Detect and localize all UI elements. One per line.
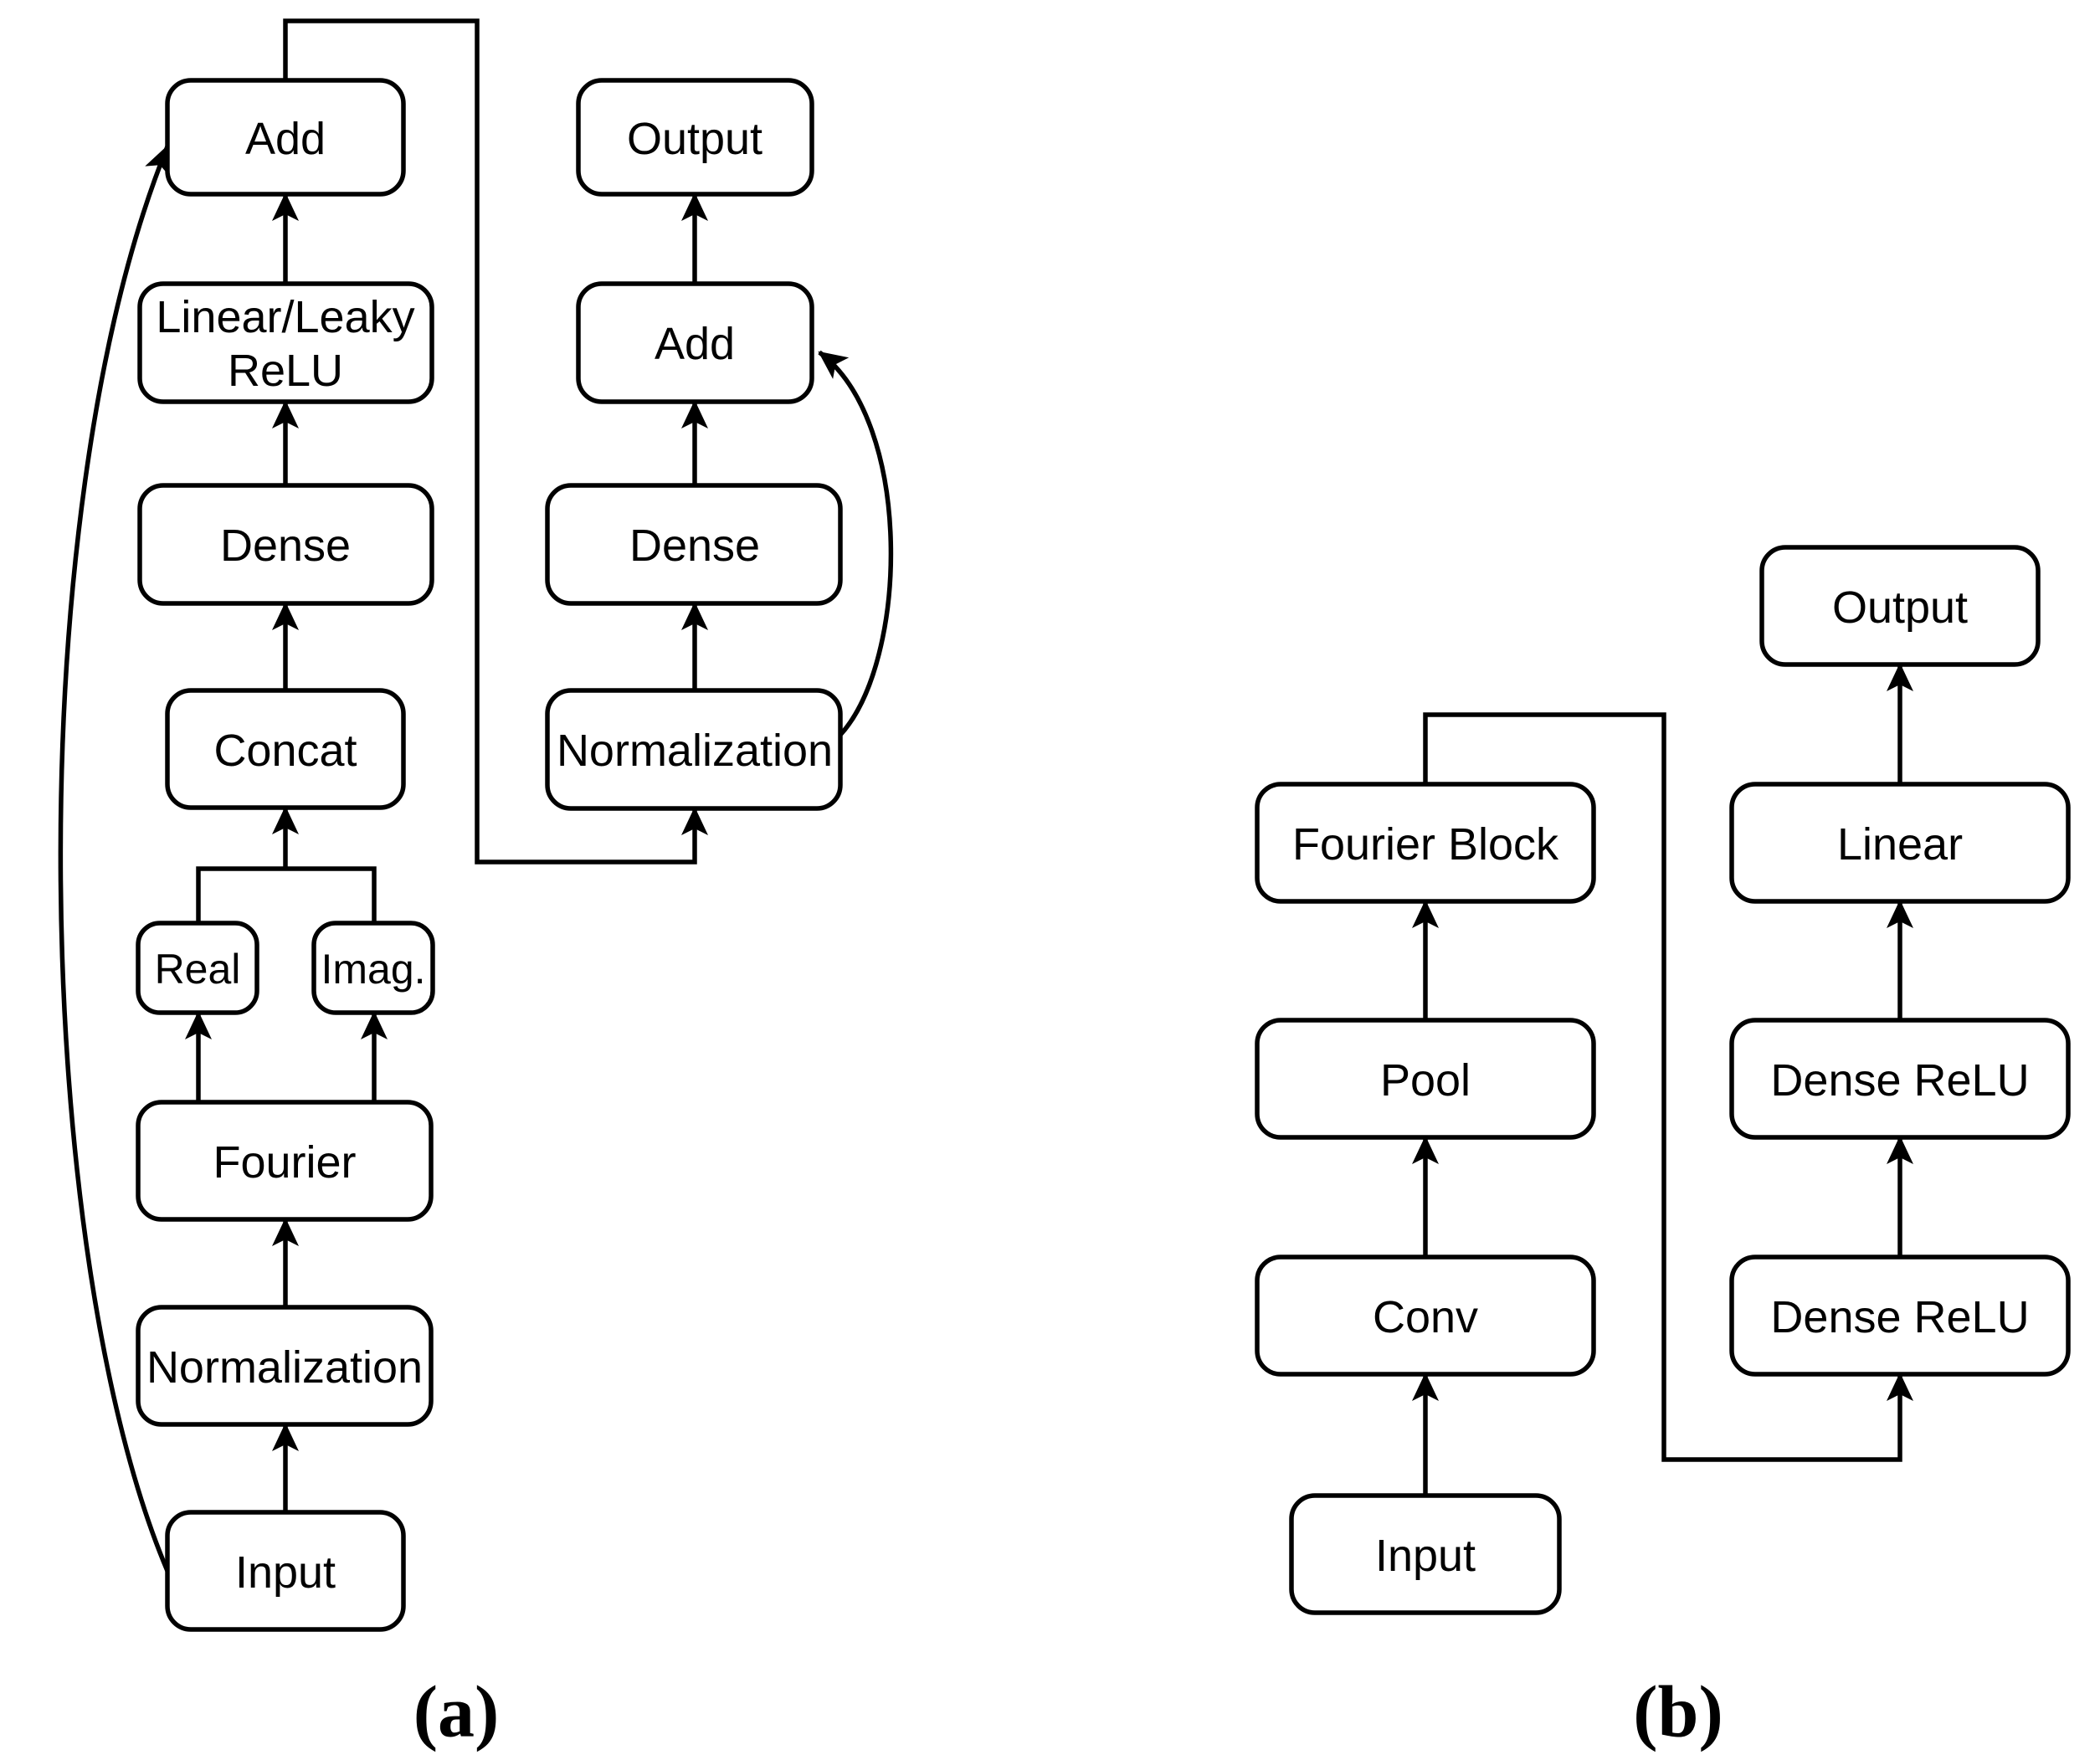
box-fourier-block: Fourier Block <box>1255 782 1596 904</box>
connector-add-to-normalization-right <box>283 18 708 865</box>
box-fourier-label: Fourier <box>213 1137 356 1188</box>
connector-fourier-block-to-dense-relu <box>1423 712 1913 1462</box>
box-real-label: Real <box>155 946 241 993</box>
box-output-b: Output <box>1759 545 2041 667</box>
curve-residual-normalization-to-add <box>818 350 894 736</box>
box-normalization-left: Normalization <box>136 1305 434 1427</box>
box-add-left: Add <box>165 78 406 197</box>
box-conv: Conv <box>1255 1255 1596 1377</box>
box-conv-label: Conv <box>1373 1292 1478 1342</box>
box-dense-left-label: Dense <box>220 521 351 571</box>
box-input-b-label: Input <box>1375 1531 1476 1581</box>
box-normalization-left-label: Normalization <box>146 1342 423 1393</box>
box-input-a-label: Input <box>235 1547 336 1598</box>
box-real: Real <box>136 921 259 1015</box>
box-linear-leaky-relu-label-line1: Linear/Leaky <box>156 292 414 342</box>
box-fourier: Fourier <box>136 1100 434 1222</box>
box-concat: Concat <box>165 688 406 810</box>
box-dense-left: Dense <box>137 483 434 606</box>
box-dense-relu-upper-label: Dense ReLU <box>1770 1055 2029 1106</box>
box-dense-relu-lower: Dense ReLU <box>1729 1255 2071 1377</box>
box-linear-label: Linear <box>1837 819 1963 870</box>
box-output-a-label: Output <box>627 114 762 164</box>
box-add-right-label: Add <box>655 319 735 369</box>
box-linear-leaky-relu: Linear/Leaky ReLU <box>137 281 434 404</box>
curve-residual-input-to-add <box>58 145 170 1573</box>
box-pool: Pool <box>1255 1018 1596 1140</box>
box-input-a: Input <box>165 1510 406 1632</box>
box-add-left-label: Add <box>245 114 326 164</box>
caption-b: (b) <box>1633 1672 1723 1753</box>
panel-a: Add Output Linear/Leaky ReLU Add Dense <box>58 18 894 1753</box>
box-dense-relu-upper: Dense ReLU <box>1729 1018 2071 1140</box>
box-fourier-block-label: Fourier Block <box>1292 819 1559 870</box>
box-imag-label: Imag. <box>321 946 425 993</box>
box-dense-right: Dense <box>545 483 843 606</box>
box-linear-leaky-relu-label-line2: ReLU <box>228 346 343 396</box>
box-pool-label: Pool <box>1380 1055 1471 1106</box>
box-linear: Linear <box>1729 782 2071 904</box>
box-concat-label: Concat <box>213 726 357 776</box>
caption-a: (a) <box>413 1672 500 1753</box>
box-normalization-right-label: Normalization <box>557 726 833 776</box>
box-dense-right-label: Dense <box>629 521 760 571</box>
box-normalization-right: Normalization <box>545 688 843 811</box>
box-input-b: Input <box>1289 1493 1562 1615</box>
panel-b: Output Fourier Block Linear Pool Dense R… <box>1255 545 2071 1753</box>
box-imag: Imag. <box>311 921 435 1015</box>
box-add-right: Add <box>576 281 814 404</box>
box-output-a: Output <box>576 78 814 197</box>
box-dense-relu-lower-label: Dense ReLU <box>1770 1292 2029 1342</box>
box-output-b-label: Output <box>1832 582 1968 633</box>
